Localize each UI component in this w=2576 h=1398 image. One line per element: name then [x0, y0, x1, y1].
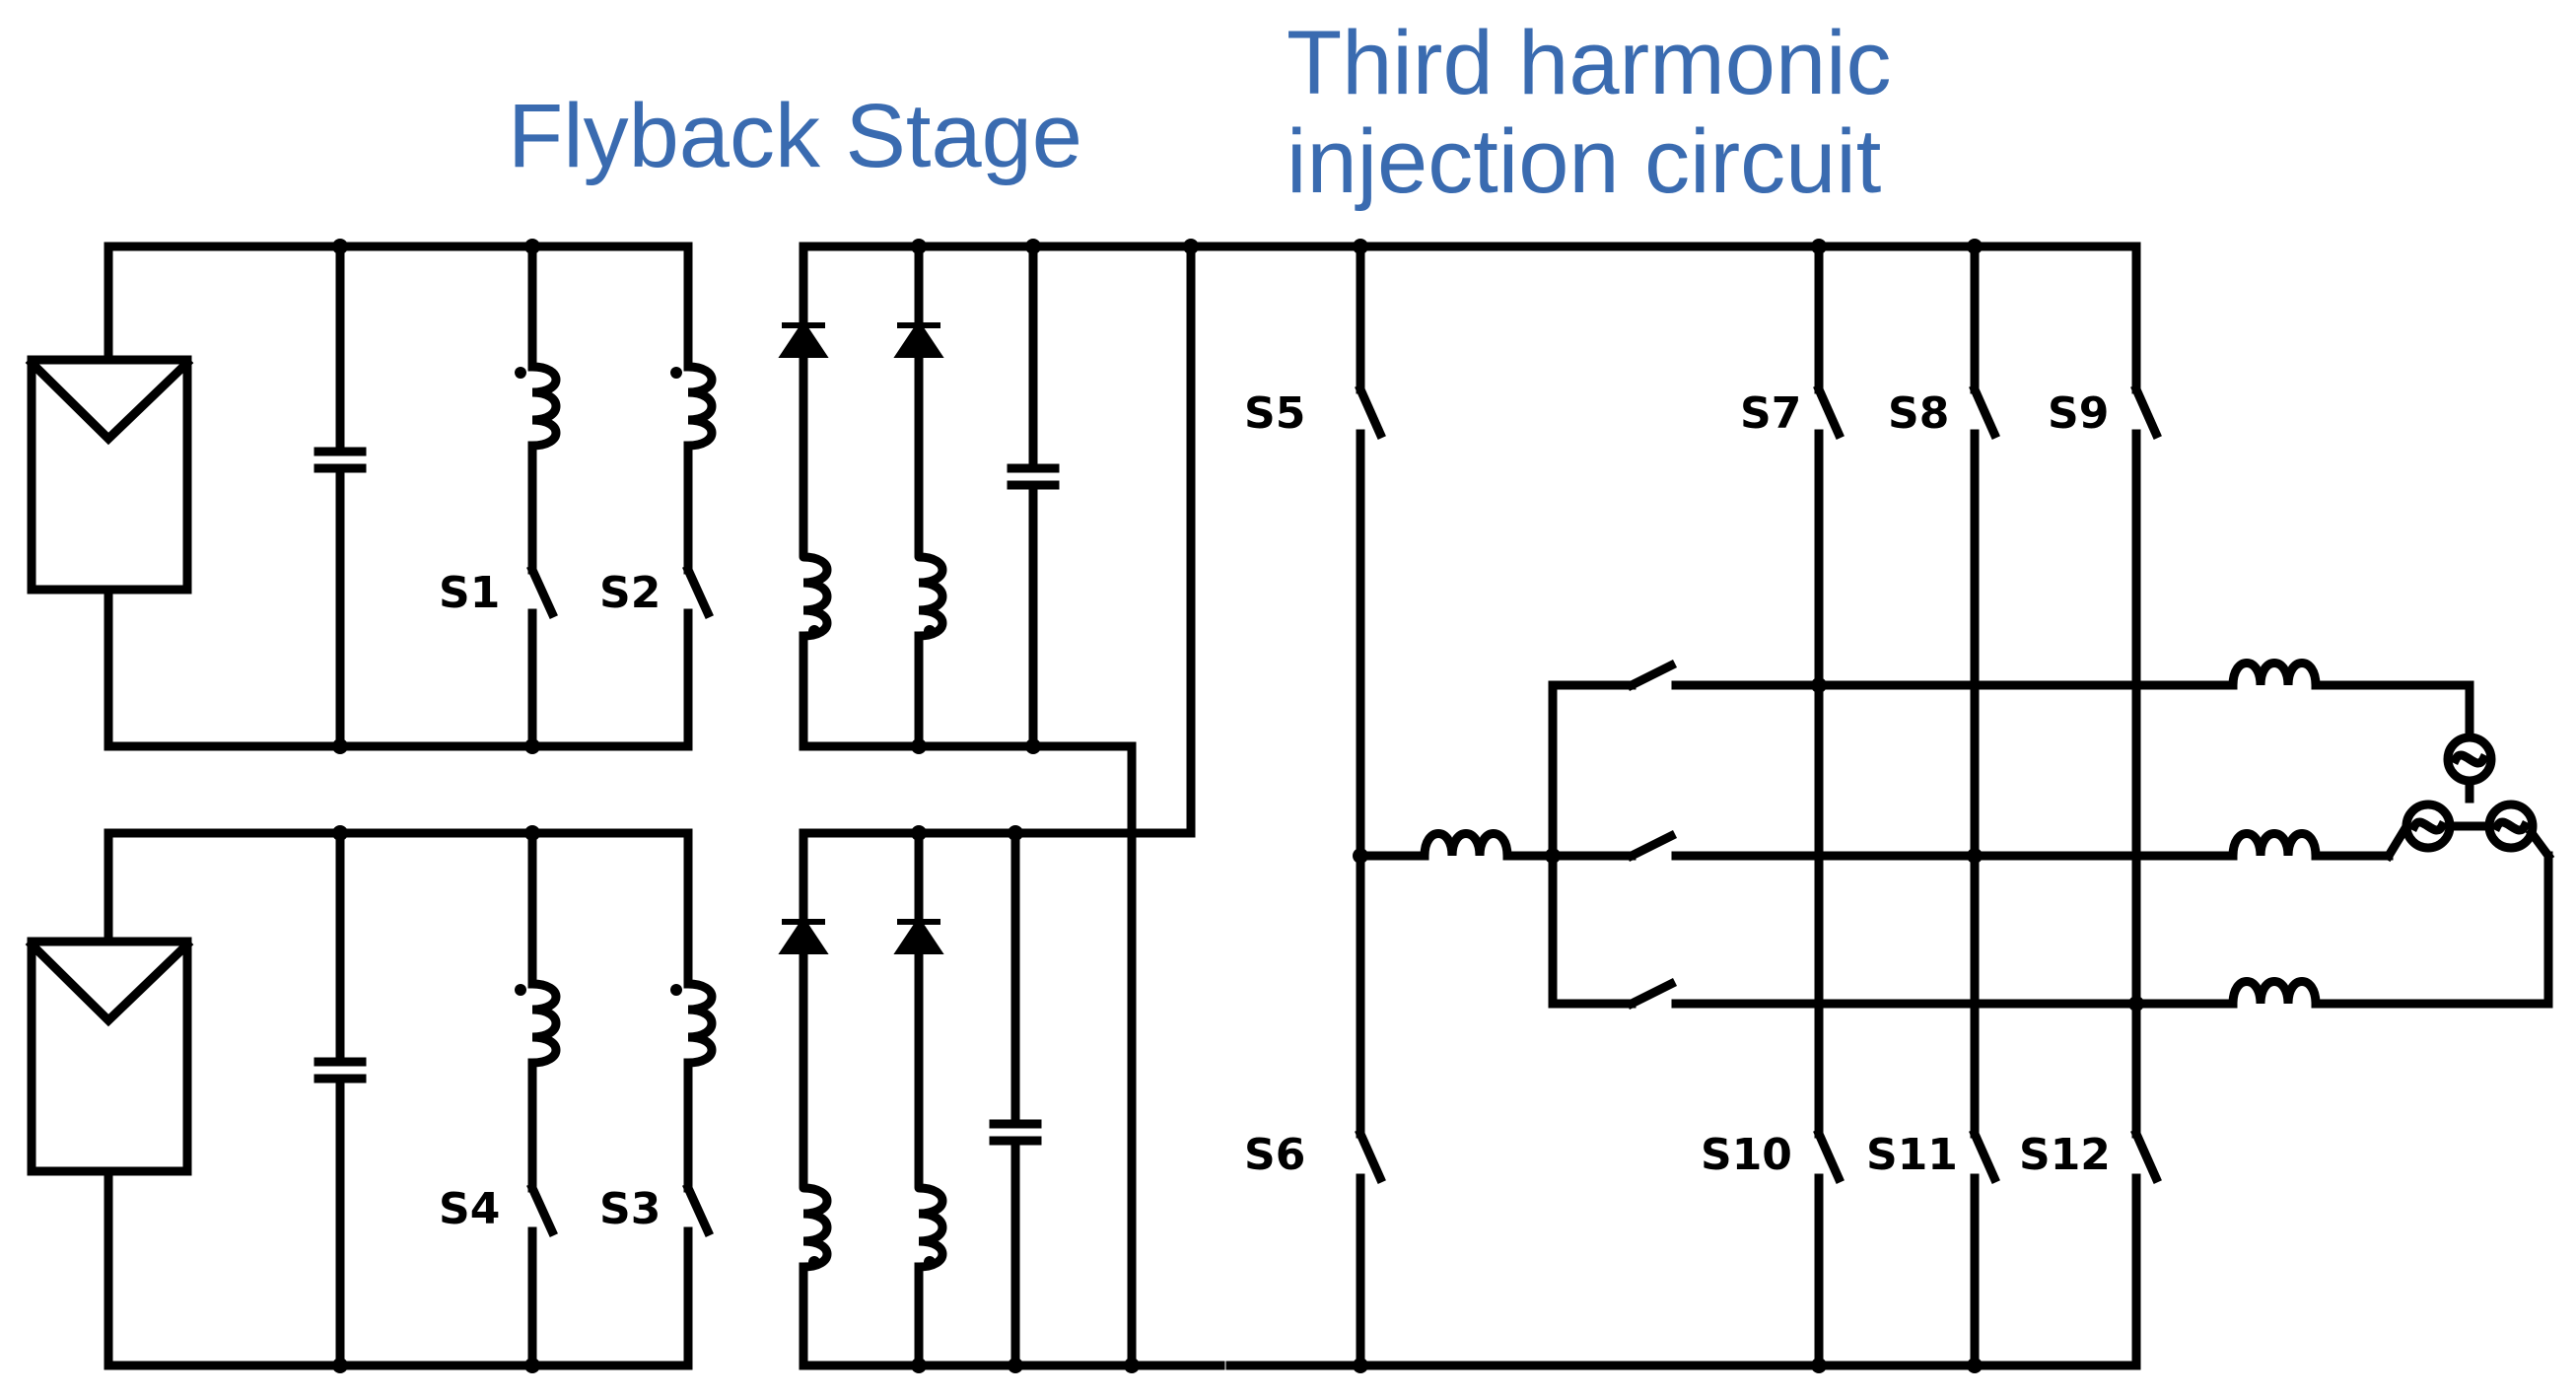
primary-winding-3: [682, 828, 712, 1370]
pv-panel-top: [25, 355, 194, 594]
phase-line-a: [1671, 664, 2474, 742]
output-capacitor-top: [1007, 242, 1060, 751]
switch-label-s7: S7: [1740, 388, 1802, 439]
switch-label-s9: S9: [2048, 388, 2110, 439]
primary-winding-1: [526, 242, 556, 751]
output-capacitor-bottom: [989, 828, 1042, 1370]
rectifier-leg-1-top: [799, 242, 827, 751]
inverter-leg-a: [1813, 242, 1845, 1370]
switch-label-s4: S4: [439, 1184, 501, 1234]
switch-label-s3: S3: [599, 1184, 661, 1234]
switch-label-s2: S2: [599, 568, 661, 618]
switch-label-s8: S8: [1888, 388, 1950, 439]
output-wires-bottom: [799, 828, 2141, 1370]
input-wires-top: [104, 242, 693, 751]
switch-label-s10: S10: [1701, 1130, 1792, 1180]
primary-winding-4: [526, 828, 556, 1370]
third-harmonic-title-line1: Third harmonic: [1287, 13, 1892, 113]
junction-dots: [332, 239, 2144, 1373]
inverter-leg-c: [2130, 242, 2162, 1370]
grid-sources: [2402, 733, 2538, 853]
third-harmonic-title-line2: injection circuit: [1287, 111, 1882, 212]
primary-winding-2: [682, 242, 712, 751]
rectifier-leg-1-bottom: [799, 828, 827, 1370]
phase-selector-switches: [1548, 659, 1678, 1011]
input-capacitor-top: [313, 242, 367, 751]
pv-panel-bottom: [25, 937, 194, 1176]
switch-label-s6: S6: [1244, 1130, 1306, 1180]
phase-line-b: [1671, 821, 2412, 863]
switch-label-s5: S5: [1244, 388, 1306, 439]
flyback-stage-title: Flyback Stage: [508, 86, 1082, 186]
rectifier-leg-2-bottom: [914, 828, 942, 1370]
switch-label-s11: S11: [1866, 1130, 1958, 1180]
diodes: [778, 319, 944, 954]
rectifier-leg-2-top: [914, 242, 942, 751]
input-capacitor-bottom: [313, 828, 367, 1370]
polarity-dots: [515, 367, 936, 1268]
switch-label-s1: S1: [439, 568, 501, 618]
inverter-leg-b: [1969, 242, 2000, 1370]
input-wires-bottom: [104, 828, 693, 1370]
third-harmonic-leg: [1355, 242, 1558, 1370]
switch-label-s12: S12: [2019, 1130, 2111, 1180]
